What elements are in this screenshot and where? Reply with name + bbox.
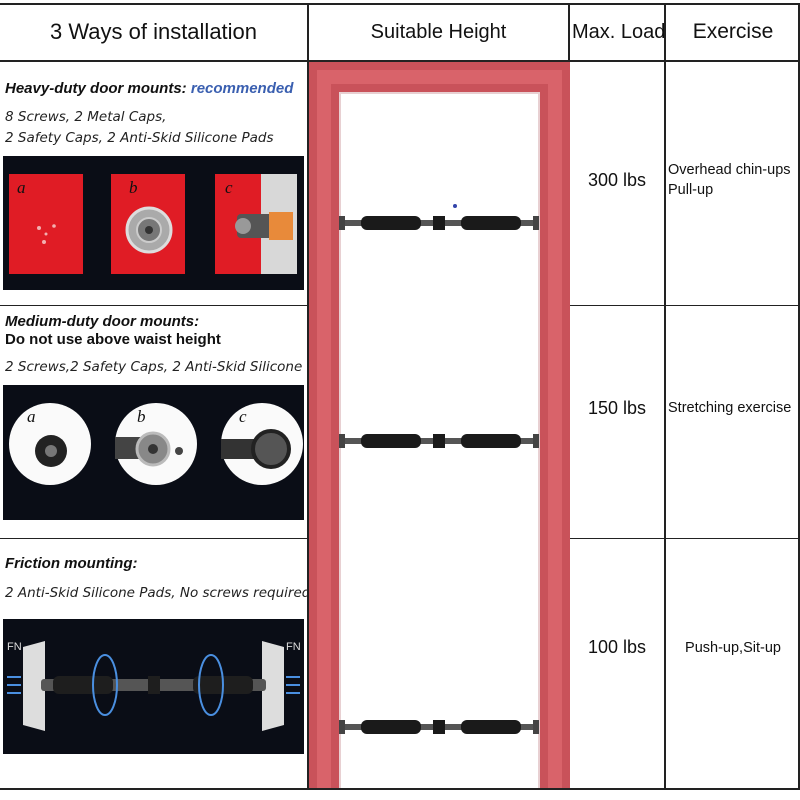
label-c: c (239, 407, 247, 426)
label-b: b (129, 178, 138, 197)
heavy-duty-desc: 8 Screws, 2 Metal Caps, 2 Safety Caps, 2… (5, 107, 274, 149)
medium-duty-circle-c: c (221, 403, 303, 485)
max-load-medium: 150 lbs (587, 398, 647, 418)
header-ways: 3 Ways of installation (49, 19, 258, 44)
pullup-bar-high (339, 216, 539, 230)
row-divider-left-2 (0, 538, 308, 539)
top-border (0, 3, 800, 5)
row-divider-left-1 (0, 305, 308, 306)
exercise-heavy-line-1: Overhead chin-ups (668, 162, 791, 178)
pullup-bar-low (339, 720, 539, 734)
row-divider-right-2 (568, 538, 800, 539)
medium-duty-circle-b: b (115, 403, 197, 485)
col-divider-3 (664, 3, 666, 790)
force-label-right: FN (286, 641, 301, 653)
exercise-medium: Stretching exercise (668, 398, 798, 418)
label-a: a (27, 407, 36, 426)
door-frame-illustration (309, 62, 570, 788)
label-c: c (225, 178, 233, 197)
row-divider-right-1 (568, 305, 800, 306)
label-b: b (137, 407, 146, 426)
right-border (798, 3, 800, 790)
friction-photo: FN FN (3, 619, 304, 754)
heavy-duty-desc-line-2: 2 Safety Caps, 2 Anti-Skid Silicone Pads (5, 130, 274, 146)
heavy-duty-panel-b: b (111, 174, 185, 274)
label-a: a (17, 178, 26, 197)
medium-duty-photo: a b c (3, 385, 304, 520)
bottom-border (0, 788, 800, 790)
medium-duty-title-line-2: Do not use above waist height (5, 331, 221, 348)
header-suitable-height: Suitable Height (370, 20, 507, 43)
recommended-tag: recommended (190, 80, 294, 97)
medium-duty-title-line-1: Medium-duty door mounts: (5, 313, 200, 330)
heavy-duty-desc-line-1: 8 Screws, 2 Metal Caps, (5, 109, 167, 125)
safety-cap-icon (35, 435, 67, 467)
medium-duty-desc: 2 Screws,2 Safety Caps, 2 Anti-Skid Sili… (5, 357, 339, 378)
heavy-duty-panel-a: a (9, 174, 83, 274)
metal-cap-icon (125, 206, 173, 254)
bar-end-icon (221, 429, 291, 469)
exercise-heavy: Overhead chin-ups Pull-up (668, 160, 798, 200)
exercise-medium-line-1: Stretching exercise (668, 400, 792, 416)
col-divider-1 (307, 3, 309, 790)
friction-title: Friction mounting: (5, 555, 138, 572)
heavy-duty-photo: a b c (3, 156, 304, 290)
force-label-left: FN (7, 641, 22, 653)
screw-holes-icon (37, 224, 56, 244)
mount-bracket-icon (115, 431, 183, 467)
exercise-heavy-line-2: Pull-up (668, 182, 714, 198)
friction-diagram (7, 641, 300, 731)
header-max-load: Max. Load (572, 20, 666, 43)
medium-duty-title: Medium-duty door mounts: Do not use abov… (5, 313, 221, 349)
header-exercise: Exercise (692, 20, 774, 43)
heavy-duty-panel-c: c (215, 174, 297, 274)
exercise-friction-line-1: Push-up,Sit-up (685, 640, 781, 656)
friction-desc-line-1: 2 Anti-Skid Silicone Pads, No screws req… (5, 585, 311, 601)
exercise-friction: Push-up,Sit-up (668, 638, 798, 658)
friction-desc: 2 Anti-Skid Silicone Pads, No screws req… (5, 583, 310, 604)
medium-duty-circle-a: a (9, 403, 91, 485)
heavy-duty-title: Heavy-duty door mounts: recommended (5, 80, 293, 98)
bar-end-cap-icon (235, 174, 297, 274)
header-divider (0, 60, 800, 62)
medium-duty-desc-line-1: 2 Screws,2 Safety Caps, 2 Anti-Skid Sili… (5, 359, 339, 375)
heavy-duty-title-text: Heavy-duty door mounts: (5, 80, 187, 97)
pullup-bar-middle (339, 434, 539, 448)
max-load-friction: 100 lbs (587, 637, 647, 657)
max-load-heavy: 300 lbs (587, 170, 647, 190)
